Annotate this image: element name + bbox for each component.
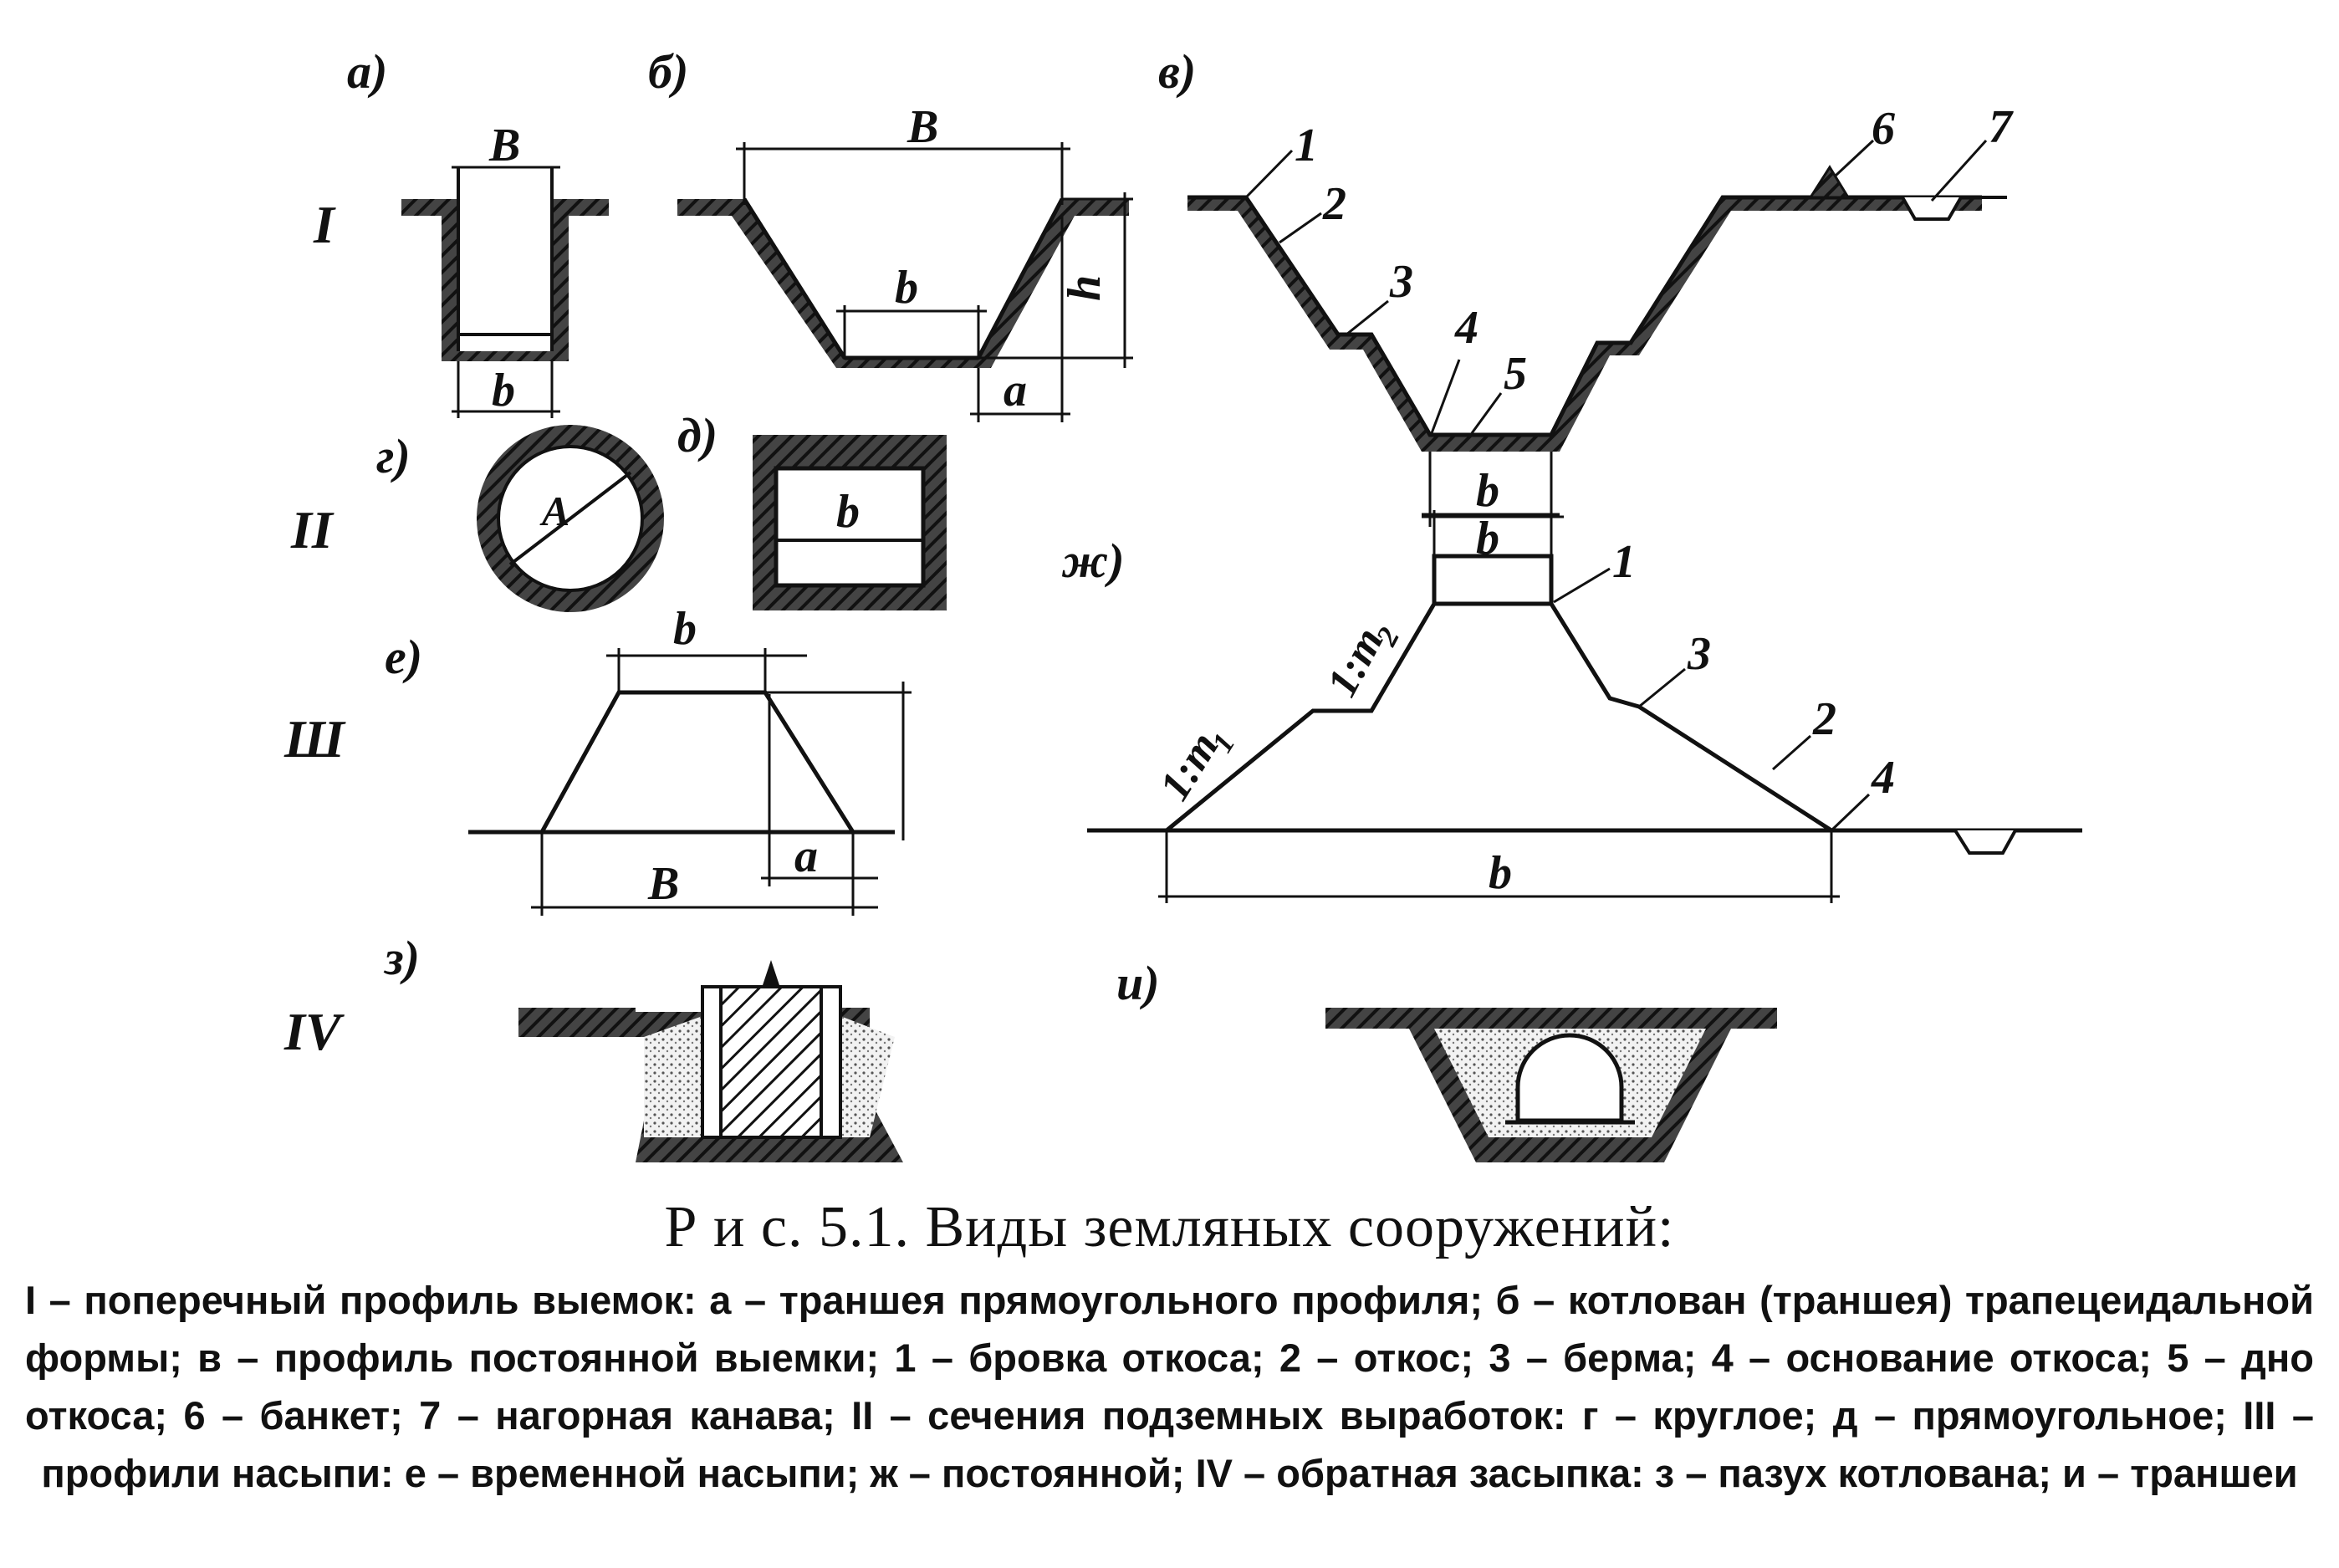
row-label-1: I — [313, 195, 336, 254]
panel-label-a: а) — [347, 44, 387, 99]
dim-v-b: b — [1476, 465, 1499, 517]
figure-caption-title: Р и с. 5.1. Виды земляных сооружений: — [664, 1195, 1675, 1259]
dim-b-a: a — [1004, 365, 1027, 416]
panel-label-i: и) — [1116, 956, 1160, 1010]
slope-label-m2: 1:m 2 — [1318, 620, 1406, 704]
callout-zh-4: 4 — [1871, 752, 1895, 804]
callout-v-2: 2 — [1322, 178, 1346, 230]
panel-e-temporary-embankment — [468, 648, 912, 916]
panel-label-zh: ж) — [1061, 534, 1125, 588]
dim-b-B: B — [906, 101, 938, 153]
dim-e-b: b — [673, 603, 697, 655]
row-label-3: Ш — [283, 709, 346, 769]
panel-label-d: д) — [677, 408, 718, 462]
callout-v-1: 1 — [1295, 120, 1318, 171]
dim-a-B: B — [488, 120, 520, 171]
dim-zh-b-top: b — [1476, 513, 1499, 564]
earthwork-figure: а) б) в) г) д) ж) е) з) и) I II Ш IV B b… — [283, 44, 2082, 1162]
panel-zh-permanent-embankment — [1087, 510, 2082, 903]
row-label-4: IV — [283, 1002, 345, 1061]
callout-v-3: 3 — [1389, 256, 1413, 308]
callout-leaders — [1244, 139, 1988, 832]
dim-g-A: A — [539, 488, 569, 534]
panel-label-z: з) — [383, 931, 420, 985]
slope-label-m1: 1:m 1 — [1151, 724, 1242, 809]
callout-zh-1: 1 — [1612, 536, 1636, 588]
callout-v-6: 6 — [1872, 103, 1895, 155]
panel-label-v: в) — [1158, 44, 1196, 99]
panel-i-backfill-trench — [1325, 1008, 1777, 1162]
callout-zh-3: 3 — [1687, 628, 1711, 680]
dim-b-h: h — [1059, 275, 1111, 301]
panel-d-rect-section — [753, 435, 947, 610]
dim-b-b: b — [895, 262, 918, 314]
panel-label-e: е) — [385, 630, 422, 684]
row-label-2: II — [290, 500, 335, 559]
panel-v-permanent-excavation — [1187, 165, 2007, 527]
dim-zh-b: b — [1489, 847, 1512, 899]
dim-a-b: b — [492, 365, 515, 416]
callout-v-4: 4 — [1454, 302, 1478, 354]
callout-v-5: 5 — [1504, 348, 1527, 400]
figure-caption-text: I – поперечный профиль выемок: а – транш… — [25, 1278, 2314, 1495]
dim-e-a: a — [794, 830, 818, 882]
callout-zh-2: 2 — [1812, 693, 1836, 745]
callout-v-7: 7 — [1989, 101, 2014, 153]
panel-a-trench-rect — [401, 166, 609, 418]
panel-label-b: б) — [648, 44, 688, 99]
panel-g-circular-section — [477, 425, 664, 612]
dim-e-B: B — [647, 858, 679, 910]
dim-d-b: b — [836, 486, 860, 538]
panel-b-trench-trapezoid — [677, 142, 1133, 422]
panel-label-g: г) — [376, 429, 411, 483]
panel-z-backfill-pit — [518, 960, 903, 1162]
